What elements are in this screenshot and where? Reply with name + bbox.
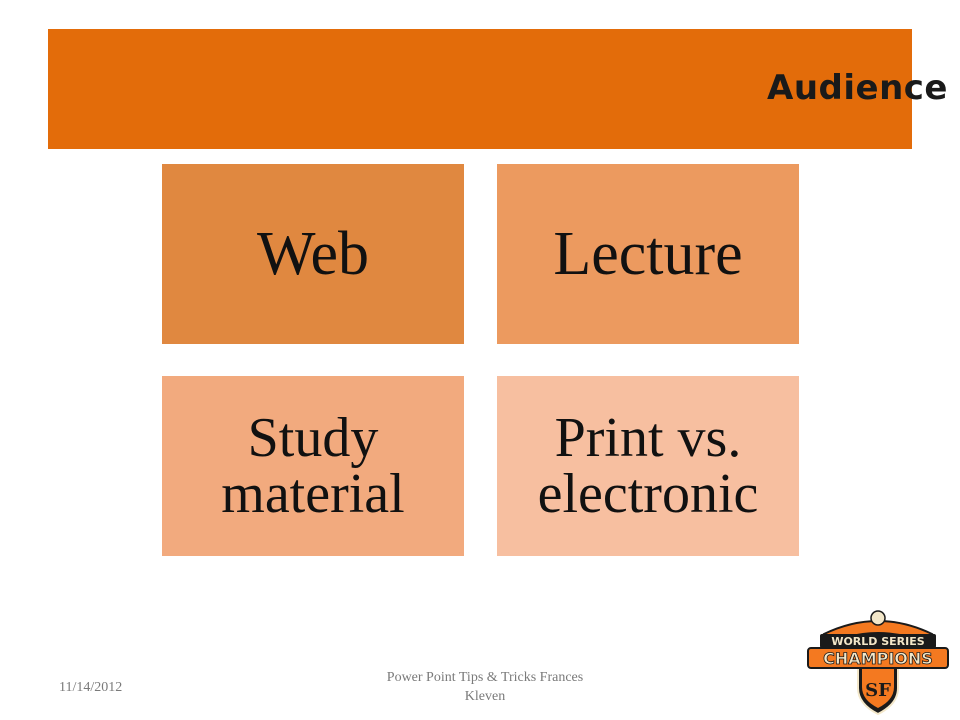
tile-lecture-label: Lecture xyxy=(553,220,743,288)
tile-print-line-1: Print vs. xyxy=(554,407,742,469)
world-series-champions-logo: SF WORLD SERIES CHAMPIONS xyxy=(807,610,949,716)
title-bar xyxy=(48,29,912,149)
logo-champions-band xyxy=(807,647,949,669)
tile-study-material: Study material xyxy=(162,376,464,556)
tile-lecture: Lecture xyxy=(497,164,799,344)
tile-web: Web xyxy=(162,164,464,344)
logo-shield-inner xyxy=(862,664,894,708)
tile-study-line-1: Study xyxy=(247,407,379,469)
logo-monogram: SF xyxy=(865,680,891,701)
footer-line-2: Kleven xyxy=(464,689,506,704)
footer-date: 11/14/2012 xyxy=(59,680,123,695)
tile-print-line-2: electronic xyxy=(537,463,759,525)
logo-line-1: WORLD SERIES xyxy=(831,635,924,648)
footer-line-1: Power Point Tips & Tricks Frances xyxy=(386,670,584,685)
slide-title: Audience xyxy=(767,68,948,108)
logo-ball xyxy=(870,610,886,626)
tile-study-line-2: material xyxy=(221,463,405,525)
tile-web-label: Web xyxy=(256,220,370,288)
tile-print-vs-electronic: Print vs. electronic xyxy=(497,376,799,556)
logo-world-series-band xyxy=(820,634,936,648)
footer-center-text: Power Point Tips & Tricks Frances Kleven xyxy=(340,668,630,706)
logo-line-2: CHAMPIONS xyxy=(823,649,933,668)
